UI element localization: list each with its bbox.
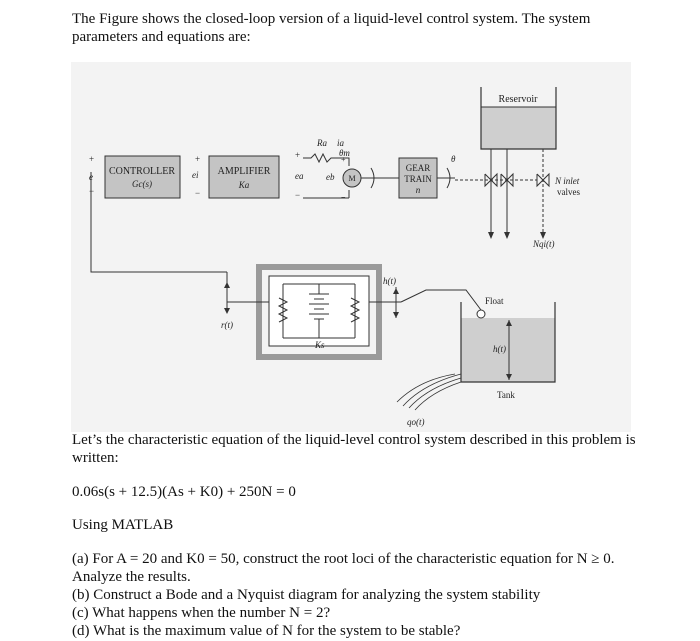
system-diagram-svg: Reservoir N inlet valves Nqi(t) + e − CO… [89,87,580,427]
ref-arrow-up [224,282,230,288]
ht-arrow-down [393,312,399,318]
tank-label: Tank [497,390,515,400]
error-label: e [89,172,93,182]
gear-ratio: n [416,185,421,195]
tank-arrow-down [506,374,512,380]
pot-zigzag-right [349,297,361,323]
controller-label: CONTROLLER [109,166,175,177]
ht-arrow-up [393,288,399,294]
armature-resistor [303,152,350,166]
rt-label: r(t) [221,320,233,330]
motor-label: M [348,174,355,183]
potentiometer-box [256,264,382,360]
qo-label: qo(t) [407,417,425,427]
sum-plus: + [89,154,94,164]
characteristic-equation: 0.06s(s + 12.5)(As + K0) + 250N = 0 [72,484,296,500]
ei-label: ei [192,170,199,180]
ia-label: ia [337,138,345,148]
ks-label: Ks [314,340,325,350]
pot-zigzag-left [277,297,289,323]
question-c: (c) What happens when the number N = 2? [72,605,331,621]
ea-label: ea [295,171,304,181]
tank-arrow-up [506,320,512,326]
tank-ht-label: h(t) [493,344,506,354]
amplifier-label: AMPLIFIER [218,166,271,177]
paragraph-equation-intro: Let’s the characteristic equation of the… [72,432,636,466]
pipe-arrow-3 [540,232,546,239]
question-b: (b) Construct a Bode and a Nyquist diagr… [72,587,541,603]
float-ball [476,309,486,319]
gear-label: GEAR [406,163,431,173]
output-coupling [446,167,451,189]
ea-plus: + [295,150,300,160]
float-label: Float [485,296,504,306]
outflow-stream [396,373,462,411]
pipe-arrow-1 [488,232,494,239]
tank-walls [460,302,556,383]
reservoir-label: Reservoir [499,94,539,105]
ea-minus: − [295,190,300,200]
float-rod [400,289,482,311]
inflow-label: Nqi(t) [532,239,555,249]
motor-plus: + [341,155,346,164]
motor-minus: − [341,193,346,202]
ei-minus: − [195,188,200,198]
amplifier-gain: Ka [238,180,250,190]
controller-tf: Gc(s) [132,179,152,189]
reservoir-walls [480,87,557,150]
inlet-label-2: valves [557,187,580,197]
inlet-label-1: N inlet [554,176,580,186]
question-d: (d) What is the maximum value of N for t… [72,623,461,639]
feedback-line [90,172,227,273]
train-label: TRAIN [404,174,432,184]
eb-label: eb [326,172,335,182]
tank-liquid [461,318,555,382]
intro-text: The Figure shows the closed-loop version… [72,11,591,45]
liquid-level-figure: Reservoir N inlet valves Nqi(t) + e − CO… [71,62,631,432]
reservoir-tank [480,106,557,150]
question-a: (a) For A = 20 and K0 = 50, construct th… [72,551,615,585]
pipe-arrow-2 [504,232,510,239]
battery-icon [309,284,329,338]
ei-plus: + [195,154,200,164]
theta-label: θ [451,154,456,164]
ra-label: Ra [316,138,327,148]
using-matlab: Using MATLAB [72,517,174,533]
shaft-coupling [370,167,375,189]
gear-train-block [398,157,438,199]
inlet-valves [484,172,550,188]
questions-list: (a) For A = 20 and K0 = 50, construct th… [72,550,652,640]
sum-minus: − [89,186,94,196]
ht-label: h(t) [383,276,396,286]
controller-block [104,155,181,199]
amplifier-block [208,155,280,199]
theta-m-label: θm [339,148,350,158]
